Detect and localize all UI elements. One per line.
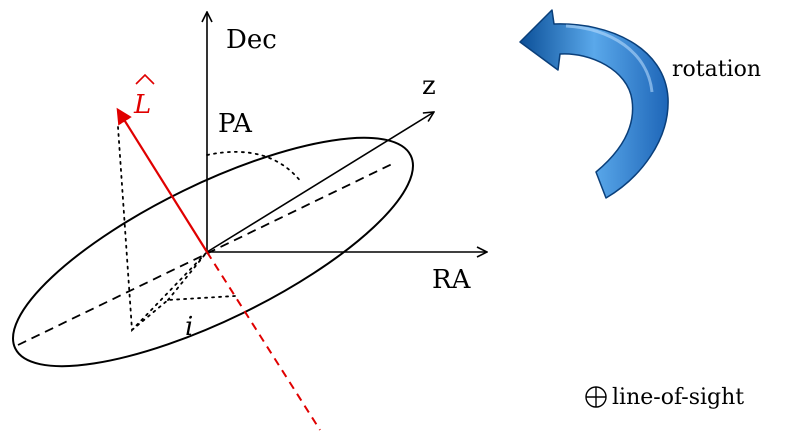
hat-accent [135, 73, 155, 85]
angular-momentum-label: L [133, 73, 155, 120]
disk-major-axis [17, 163, 393, 346]
rotation-arrow-icon [519, 9, 669, 199]
line-of-sight-label: line-of-sight [612, 385, 744, 410]
pa-label: PA [218, 109, 253, 139]
inclination-label: i [185, 312, 193, 342]
z-label: z [422, 71, 436, 101]
ra-label: RA [432, 265, 472, 295]
projection-dotted-lines [117, 126, 236, 333]
rotation-label: rotation [672, 57, 761, 82]
dec-label: Dec [226, 25, 277, 55]
angular-momentum-extension [206, 251, 321, 431]
angular-momentum-vector [116, 107, 208, 253]
pa-arc [206, 151, 303, 184]
z-axis [206, 112, 434, 253]
circled-plus-icon [585, 386, 607, 408]
angular-momentum-text: L [133, 90, 151, 120]
disk-ellipse [12, 136, 414, 368]
